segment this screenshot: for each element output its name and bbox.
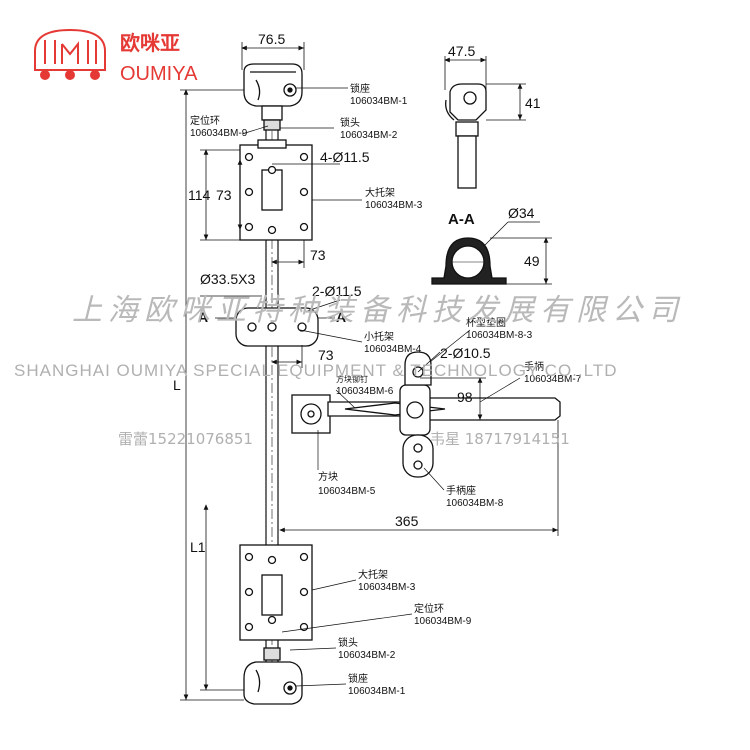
part-code-9: 106034BM-9 bbox=[190, 128, 248, 139]
part-labels: 锁座 106034BM-1 定位环 106034BM-9 锁头 106034BM… bbox=[190, 82, 582, 697]
dim-side-width: 47.5 bbox=[448, 43, 475, 59]
part-code-1: 106034BM-1 bbox=[350, 96, 408, 107]
part-name-3: 大托架 bbox=[365, 186, 395, 199]
dim-section-dia: Ø34 bbox=[508, 205, 535, 221]
part-code-7: 106034BM-7 bbox=[524, 374, 582, 385]
part-code-1b: 106034BM-1 bbox=[348, 686, 406, 697]
dim-small-bracket-pitch: 73 bbox=[318, 347, 334, 363]
part-name-3b: 大托架 bbox=[358, 568, 388, 581]
part-code-8: 106034BM-8 bbox=[446, 498, 504, 509]
part-name-9b: 定位环 bbox=[414, 602, 444, 615]
dim-handle-length: 365 bbox=[395, 513, 419, 529]
part-name-4: 小托架 bbox=[364, 330, 394, 343]
part-code-3b: 106034BM-3 bbox=[358, 582, 416, 593]
dim-bracket-height: 114 bbox=[188, 187, 211, 203]
part-name-2b: 锁头 bbox=[338, 636, 358, 649]
dimension-lines bbox=[180, 42, 559, 701]
dim-rod-spec: Ø33.5X3 bbox=[200, 271, 255, 287]
watermark-contact-2: 韦星 18717914151 bbox=[430, 430, 570, 448]
part-code-6: 106034BM-6 bbox=[336, 386, 394, 397]
lower-big-bracket bbox=[239, 544, 313, 641]
top-lock-seat bbox=[243, 63, 303, 131]
watermark-company-cn: 上海欧咪亚特种装备科技发展有限公司 bbox=[72, 293, 684, 328]
section-mark-right: A bbox=[336, 309, 346, 325]
brand-name-en: OUMIYA bbox=[120, 63, 198, 85]
watermark: 上海欧咪亚特种装备科技发展有限公司 SHANGHAI OUMIYA SPECIA… bbox=[14, 293, 684, 448]
dim-handle-offset: 98 bbox=[457, 389, 473, 405]
part-name-7: 手柄 bbox=[524, 360, 544, 373]
dim-top-width: 76.5 bbox=[258, 31, 285, 47]
part-name-8-3: 杯型垫圈 bbox=[466, 316, 506, 329]
part-code-2: 106034BM-2 bbox=[340, 130, 398, 141]
bottom-lock-seat bbox=[243, 647, 303, 705]
watermark-contact-1: 雷蕾15221076851 bbox=[118, 430, 253, 448]
dim-section-height: 49 bbox=[524, 253, 540, 269]
part-code-2b: 106034BM-2 bbox=[338, 650, 396, 661]
part-name-1b: 锁座 bbox=[348, 672, 368, 685]
section-aa bbox=[431, 237, 507, 285]
part-code-9b: 106034BM-9 bbox=[414, 616, 472, 627]
dim-hole-pitch-h: 73 bbox=[310, 247, 326, 263]
dim-bracket-holes: 4-Ø11.5 bbox=[320, 149, 370, 165]
part-name-5: 方块 bbox=[318, 470, 338, 483]
dim-hole-pitch-v: 73 bbox=[216, 187, 232, 203]
part-name-8: 手柄座 bbox=[446, 484, 476, 497]
upper-big-bracket bbox=[239, 139, 313, 241]
small-bracket bbox=[235, 307, 319, 347]
part-name-6: 方块铆钉 bbox=[336, 374, 368, 384]
dim-small-bracket-holes: 2-Ø11.5 bbox=[312, 283, 362, 299]
brand-name-cn: 欧咪亚 bbox=[120, 31, 180, 55]
handle bbox=[327, 351, 561, 436]
square-block bbox=[291, 394, 331, 434]
leader-lines bbox=[241, 87, 521, 687]
part-code-4: 106034BM-4 bbox=[364, 344, 422, 355]
part-name-9: 定位环 bbox=[190, 114, 220, 127]
section-mark-left: A bbox=[198, 309, 208, 325]
truck-icon bbox=[34, 28, 106, 80]
side-view bbox=[445, 83, 487, 189]
part-code-3: 106034BM-3 bbox=[365, 200, 423, 211]
handle-seat bbox=[402, 434, 434, 478]
watermark-company-en: SHANGHAI OUMIYA SPECIAL EQUIPMENT & TECH… bbox=[14, 361, 617, 380]
part-name-1: 锁座 bbox=[350, 82, 370, 95]
section-title: A-A bbox=[448, 211, 475, 228]
part-name-2: 锁头 bbox=[340, 116, 360, 129]
part-code-5: 106034BM-5 bbox=[318, 486, 376, 497]
dim-side-height: 41 bbox=[525, 95, 541, 111]
dim-overall-length: L bbox=[173, 377, 181, 393]
dim-handle-seat-holes: 2-Ø10.5 bbox=[440, 345, 491, 361]
dim-lower-length: L1 bbox=[190, 539, 206, 555]
part-code-8-3: 106034BM-8-3 bbox=[466, 330, 533, 341]
brand-logo: 欧咪亚 OUMIYA bbox=[34, 28, 198, 85]
